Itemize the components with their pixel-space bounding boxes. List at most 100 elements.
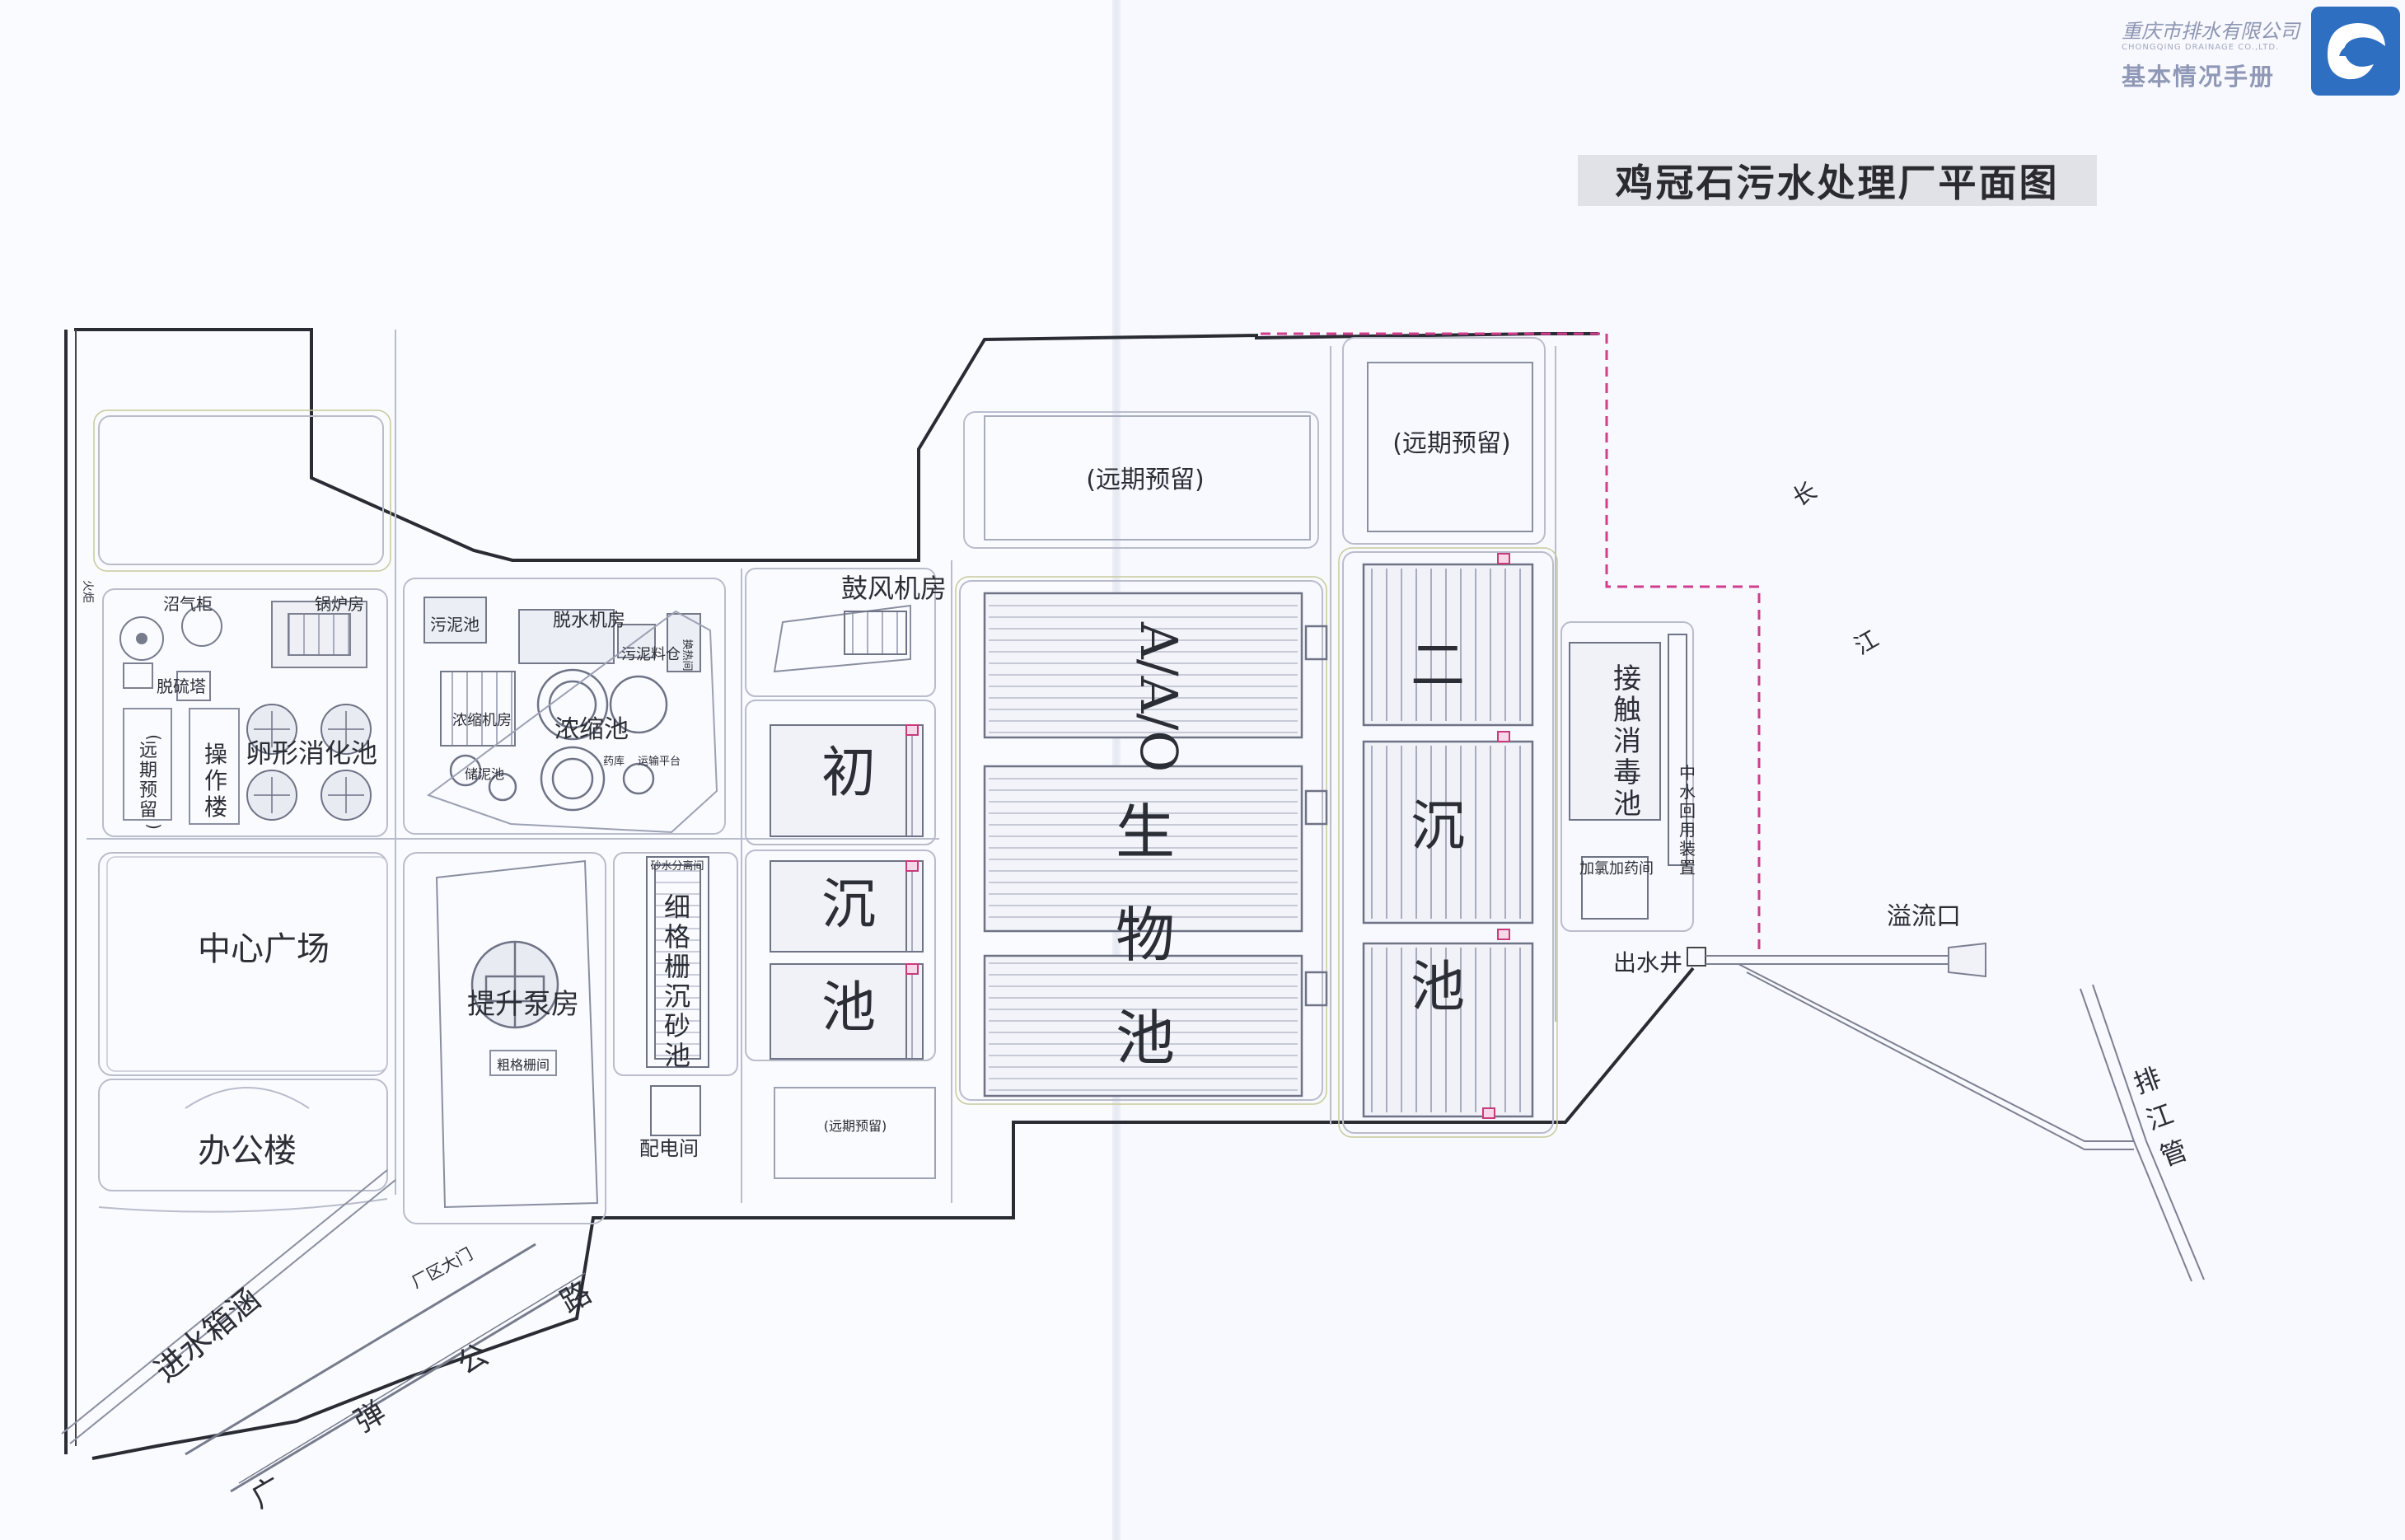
label-operation-char-2: 作: [204, 767, 227, 794]
page-title: 鸡冠石污水处理厂平面图: [1615, 161, 2060, 205]
desulfur-tower: [123, 662, 211, 701]
label-contact-char-1: 接: [1613, 662, 1641, 695]
label-road-char-2: 弹: [349, 1395, 391, 1439]
label-pump-house: 提升泵房: [467, 988, 579, 1021]
label-a2o-char-1: 生: [1116, 798, 1175, 867]
label-chlorine-room: 加氯加药间: [1579, 860, 1654, 878]
label-reserve-bottom: (远期预留): [824, 1118, 887, 1134]
label-contact-char-5: 池: [1613, 788, 1641, 821]
label-contact-char-4: 毒: [1613, 756, 1641, 789]
site-boundary: [64, 328, 1695, 1460]
label-reserve-top: (远期预留): [1086, 466, 1204, 494]
label-road-char-4: 路: [554, 1276, 597, 1320]
label-dewatering: 脱水机房: [553, 611, 625, 631]
label-secondary-char-3: 池: [1411, 955, 1465, 1018]
label-grit-char-1: 细: [664, 892, 690, 923]
brand-company: 重庆市排水有限公司: [2122, 20, 2300, 43]
page-title-box: 鸡冠石污水处理厂平面图: [1578, 155, 2097, 206]
boiler-building: [271, 601, 367, 668]
label-secondary-char-2: 沉: [1411, 794, 1465, 858]
label-chem-storage: 药库: [603, 755, 625, 768]
label-reuse-char-1: 中: [1679, 763, 1696, 783]
label-boiler: 锅炉房: [315, 594, 364, 614]
outfall-pipes: [1705, 942, 2205, 1282]
reserve-bottom-area: [774, 1087, 936, 1179]
brand-block: 重庆市排水有限公司 CHONGQING DRAINAGE CO.,LTD. 基本…: [2122, 10, 2303, 92]
egg-digesters: [246, 704, 372, 821]
label-primary-char-3: 池: [821, 976, 876, 1039]
sludge-buildings: [423, 597, 701, 747]
label-reserve-west-char-5: 留: [139, 800, 157, 821]
operation-building: [189, 708, 240, 825]
label-grit-char-3: 栅: [664, 951, 690, 982]
label-grit-char-2: 格: [664, 921, 690, 953]
marker-points: [905, 553, 1510, 1119]
inlet-culvert: [61, 1169, 396, 1444]
central-plaza-area: [106, 856, 388, 1072]
label-reuse-char-6: 置: [1679, 858, 1696, 878]
blower-machines: [844, 611, 907, 655]
site-edge-lines: [93, 410, 1558, 1138]
label-reserve-west-char-4: 预: [139, 780, 157, 801]
road: [185, 1243, 586, 1493]
label-egg-digester: 卵形消化池: [246, 737, 377, 769]
label-torch: 火炬: [81, 580, 94, 603]
brand-handbook: 基本情况手册: [2122, 63, 2276, 91]
label-blower: 鼓风机房: [841, 573, 947, 604]
label-reserve-west-char-6: ): [144, 823, 164, 830]
lift-pump-station: [470, 940, 559, 1029]
label-contact-char-3: 消: [1613, 725, 1641, 758]
label-distribution: 配电间: [639, 1137, 699, 1160]
label-center-plaza: 中心广场: [198, 930, 330, 968]
future-boundary-dashed: [1261, 332, 1761, 952]
company-logo-icon: [2311, 7, 2400, 96]
label-secondary-char-1: 二: [1411, 634, 1465, 697]
thickener-tanks: [449, 668, 668, 812]
label-thickener: 浓缩池: [554, 715, 629, 744]
label-operation-char-1: 操: [204, 741, 227, 768]
reserve-right-area: [1367, 362, 1533, 532]
reuse-unit: [1668, 634, 1687, 866]
label-grit-char-6: 池: [664, 1040, 690, 1071]
label-reuse-char-4: 用: [1679, 820, 1696, 840]
a2o-bio-tanks: [983, 592, 1328, 1098]
label-primary-char-1: 初: [821, 741, 876, 804]
outlet-well-box: [1687, 947, 1706, 967]
label-sludge-tank: 污泥池: [430, 615, 480, 634]
gas-holder: [119, 606, 222, 661]
label-overflow: 溢流口: [1887, 902, 1961, 931]
label-desulfur: 脱硫塔: [157, 676, 206, 696]
label-a2o: A/A/O: [1129, 621, 1189, 772]
pump-sub-room: [489, 1050, 557, 1076]
label-road-char-3: 公: [452, 1337, 494, 1382]
label-transport-yard: 运输平台: [638, 755, 681, 768]
label-outfall-char-2: 江: [2142, 1098, 2178, 1136]
label-operation-char-3: 楼: [204, 793, 227, 821]
label-grit-char-5: 砂: [664, 1010, 690, 1041]
label-reuse-char-3: 回: [1679, 801, 1696, 821]
brand-company-en: CHONGQING DRAINAGE CO.,LTD.: [2122, 43, 2280, 52]
label-gas-holder: 沼气柜: [163, 594, 213, 614]
label-reserve-west-char-3: 期: [139, 761, 157, 781]
label-river-char-2: 江: [1850, 625, 1883, 660]
label-a2o-char-3: 池: [1116, 1004, 1175, 1073]
label-inlet-culvert: 进水箱涵: [147, 1280, 267, 1388]
grit-chamber: [646, 856, 709, 1068]
label-reuse-char-5: 装: [1679, 839, 1696, 859]
label-reserve-west-char-1: (: [144, 734, 164, 741]
pump-house-outline: [435, 859, 599, 1209]
sludge-yard-outline: [426, 610, 718, 834]
distribution-room: [650, 1085, 701, 1136]
label-river-char-1: 长: [1788, 476, 1822, 512]
label-outfall-char-3: 管: [2156, 1134, 2192, 1173]
label-a2o-char-2: 物: [1116, 901, 1175, 970]
label-reserve-right: (远期预留): [1392, 429, 1510, 458]
label-grit-room: 砂水分离间: [650, 859, 704, 873]
label-outfall-char-1: 排: [2130, 1061, 2165, 1100]
label-reuse-char-2: 水: [1679, 782, 1696, 802]
label-pump-sub: 粗格栅间: [497, 1057, 550, 1073]
reserve-top-area: [984, 415, 1311, 541]
label-grit-char-4: 沉: [664, 981, 690, 1012]
label-contact-char-2: 触: [1613, 694, 1641, 727]
label-sludge-storage: 污泥料仓: [621, 646, 681, 663]
